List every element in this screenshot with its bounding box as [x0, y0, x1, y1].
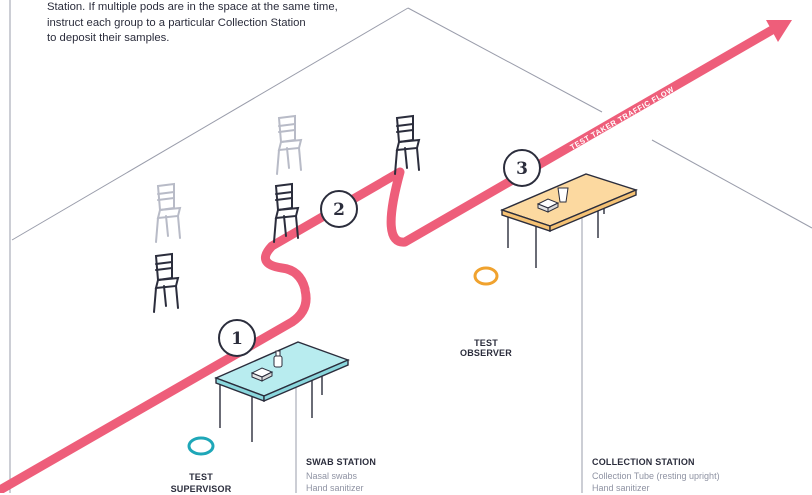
test-observer-label: TEST OBSERVER	[452, 338, 520, 358]
test-supervisor-line1: TEST	[189, 472, 213, 482]
collection-station-item: Hand sanitizer	[592, 483, 650, 493]
flow-arrow-head	[766, 20, 792, 42]
step-marker-2: 2	[320, 190, 358, 228]
collection-station-table	[500, 173, 639, 268]
swab-box-icon	[250, 367, 274, 382]
chairs	[153, 114, 421, 313]
step-number: 3	[516, 159, 528, 179]
chair-icon	[394, 114, 421, 175]
test-observer-position-icon	[473, 266, 499, 286]
collection-station-items: Collection Tube (resting upright) Hand s…	[592, 470, 720, 494]
swab-station-item: Hand sanitizer	[306, 483, 364, 493]
swab-station-items: Nasal swabs Hand sanitizer	[306, 470, 364, 494]
chair-icon	[276, 114, 303, 175]
instructions-line: Station. If multiple pods are in the spa…	[47, 1, 338, 13]
collection-station-item: Collection Tube (resting upright)	[592, 471, 720, 481]
instructions-line: instruct each group to a particular Coll…	[47, 16, 306, 29]
test-supervisor-line2: SUPERVISOR	[170, 484, 232, 494]
traffic-flow-path: TEST TAKER TRAFFIC FLOW TEST TAKER TRAFF…	[0, 20, 792, 493]
sanitizer-bottle-icon	[273, 350, 283, 368]
chair-icon	[153, 252, 180, 313]
chair-icon	[273, 182, 300, 243]
test-observer-line1: TEST	[474, 338, 498, 348]
flow-label-upper: TEST TAKER TRAFFIC FLOW	[569, 84, 677, 151]
room-outline	[9, 0, 812, 493]
instructions-line: to deposit their samples.	[47, 32, 170, 44]
test-observer-line2: OBSERVER	[460, 348, 512, 358]
test-supervisor-label: TEST SUPERVISOR	[162, 471, 240, 495]
swab-station-table	[214, 341, 350, 442]
step-marker-1: 1	[218, 319, 256, 357]
tube-box-icon	[536, 198, 560, 213]
test-supervisor-position-icon	[187, 436, 215, 456]
step-marker-3: 3	[503, 149, 541, 187]
chair-icon	[155, 182, 182, 243]
step-number: 1	[231, 329, 243, 349]
instructions-text: Station. If multiple pods are in the spa…	[47, 0, 387, 47]
flow-label-lower: TEST TAKER TRAFFIC FLOW	[71, 374, 179, 441]
collection-cup-icon	[557, 187, 569, 203]
swab-station-title: SWAB STATION	[306, 457, 377, 467]
swab-station-item: Nasal swabs	[306, 471, 358, 481]
step-number: 2	[333, 200, 345, 220]
collection-station-title: COLLECTION STATION	[592, 457, 695, 467]
